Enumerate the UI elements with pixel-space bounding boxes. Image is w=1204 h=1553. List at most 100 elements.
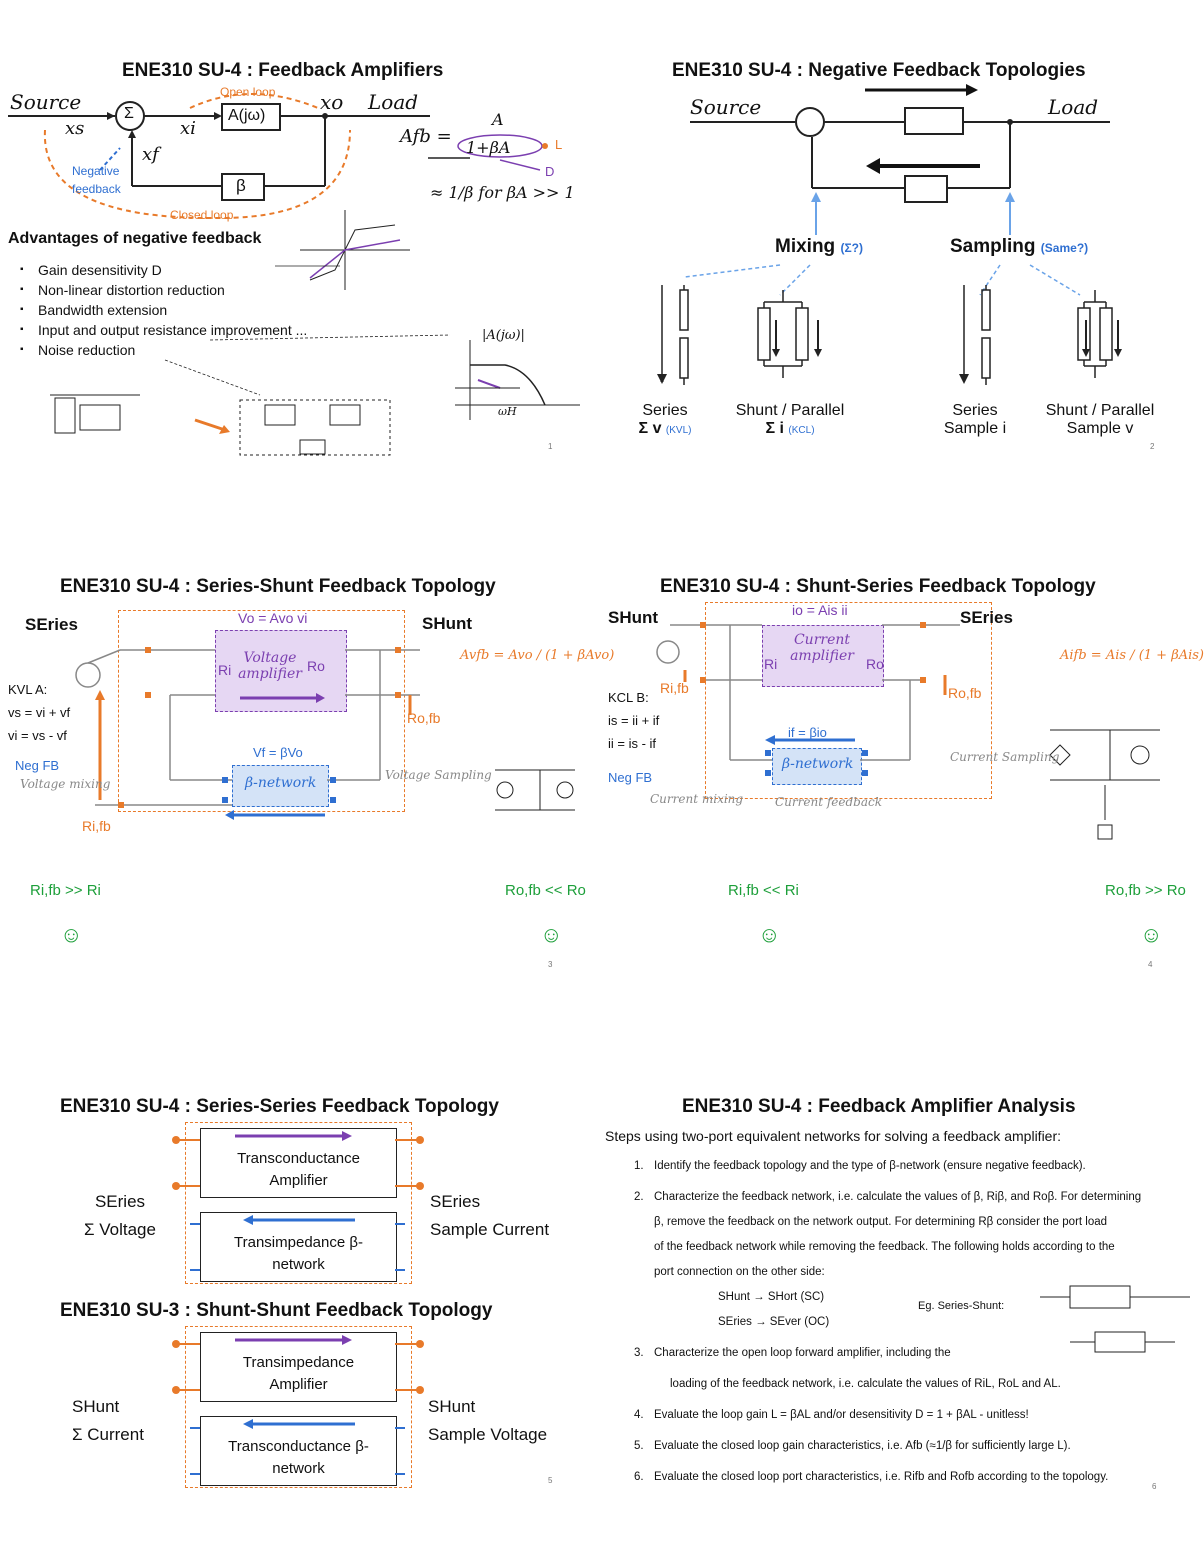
open-loop-label: Open loop xyxy=(220,85,276,99)
page-number: 2 xyxy=(1150,442,1155,451)
kvl-eq2: vi = vs - vf xyxy=(8,728,67,743)
series-label: SEries xyxy=(960,608,1013,627)
kcl-label: (KCL) xyxy=(788,425,815,436)
slide3-title: ENE310 SU-4 : Series-Shunt Feedback Topo… xyxy=(60,576,496,597)
bot-right-sample: Sample Voltage xyxy=(428,1425,548,1444)
slide-feedback-amplifiers: ENE310 SU-4 : Feedback Amplifiers xyxy=(0,50,600,567)
kcl-eq1: is = ii + if xyxy=(608,713,660,728)
load-label: Load xyxy=(368,90,419,114)
afb-approx: ≈ 1/β for βA >> 1 xyxy=(430,183,575,202)
bot-beta-label: Transconductance β-network xyxy=(228,1438,369,1477)
bullet-text: SEries → SEver (OC) xyxy=(718,1316,830,1328)
beta-block-label: β xyxy=(236,176,246,195)
vf-equation: Vf = βVo xyxy=(253,745,303,760)
series-series-right-caption: SEries Sample Current xyxy=(430,1188,549,1244)
wh-label: ωH xyxy=(498,405,517,418)
xi-label: xi xyxy=(180,118,196,139)
shunt-sum: Σ i xyxy=(765,420,784,437)
step-item: 5.Evaluate the closed loop gain characte… xyxy=(608,1434,1198,1459)
ri-comparison: Ri,fb >> Ri xyxy=(30,882,101,899)
series-sample: Sample i xyxy=(943,420,1007,437)
ro-fb-label: Ro,fb xyxy=(948,685,982,701)
series-shunt-circuit xyxy=(75,647,575,820)
top-left-mode: SEries xyxy=(94,1192,146,1211)
step-text: Evaluate the loop gain L = βAL and/or de… xyxy=(654,1409,1029,1421)
bot-right-mode: SHunt xyxy=(428,1397,476,1416)
step-item-cont: loading of the feedback network, i.e. ca… xyxy=(608,1372,1198,1397)
neg-fb-label: Neg FB xyxy=(15,758,60,773)
top-amp-label: Transconductance Amplifier xyxy=(237,1150,360,1189)
shunt-sampling-caption: Shunt / Parallel Sample v xyxy=(1030,402,1170,438)
advantage-item: Noise reduction xyxy=(8,342,307,358)
page-number: 3 xyxy=(548,960,553,969)
series-sum-line: Σ v (KVL) xyxy=(639,420,692,438)
step-text: port connection on the other side: xyxy=(654,1266,825,1278)
topology-diagram xyxy=(657,84,1122,385)
ri-label: Ri xyxy=(764,656,778,672)
smiley-icon: ☺ xyxy=(758,922,781,947)
slide6-title: ENE310 SU-4 : Feedback Amplifier Analysi… xyxy=(682,1096,1076,1117)
ro-fb-label: Ro,fb xyxy=(407,710,441,726)
ri-label: Ri xyxy=(218,662,232,678)
transimpedance-amplifier-box: Transimpedance Amplifier xyxy=(200,1332,397,1402)
shunt-shunt-title: ENE310 SU-3 : Shunt-Shunt Feedback Topol… xyxy=(60,1300,493,1321)
current-sampling-label: Current Sampling xyxy=(950,750,1060,764)
series-series-title: ENE310 SU-4 : Series-Series Feedback Top… xyxy=(60,1096,499,1117)
page-number: 6 xyxy=(1152,1482,1157,1491)
advantages-heading: Advantages of negative feedback xyxy=(8,230,262,247)
step-number: 1. xyxy=(634,1160,644,1172)
beta-network-label: β-network xyxy=(782,756,854,772)
afb-denominator: 1+βA xyxy=(466,138,511,157)
voltage-sampling-label: Voltage Sampling xyxy=(385,768,492,782)
sampling-question: (Same?) xyxy=(1040,241,1089,255)
smiley-icon: ☺ xyxy=(60,922,83,947)
mixing-label: Mixing (Σ?) xyxy=(775,236,863,258)
bullet-item: SEries → SEver (OC) xyxy=(608,1310,1198,1335)
mixing-text: Mixing xyxy=(775,236,836,257)
series-label: SEries xyxy=(25,615,78,634)
ro-comparison: Ro,fb << Ro xyxy=(505,882,586,899)
slide-negative-feedback-topologies: ENE310 SU-4 : Negative Feedback Topologi… xyxy=(600,50,1200,567)
kcl-eq2: ii = is - if xyxy=(608,736,657,751)
step-number: 6. xyxy=(634,1471,644,1483)
step-item-cont: of the feedback network while removing t… xyxy=(608,1235,1198,1260)
voltage-mixing-label: Voltage mixing xyxy=(20,777,111,791)
advantages-list: Gain desensitivity D Non-linear distorti… xyxy=(8,262,307,362)
ro-comparison: Ro,fb >> Ro xyxy=(1105,882,1186,899)
slide-feedback-analysis: ENE310 SU-4 : Feedback Amplifier Analysi… xyxy=(600,1090,1200,1553)
ro-label: Ro xyxy=(307,658,325,674)
ri-fb-label: Ri,fb xyxy=(660,680,689,696)
smiley-icon: ☺ xyxy=(540,922,563,947)
shunt-shunt-boundary xyxy=(185,1326,412,1488)
ri-fb-label: Ri,fb xyxy=(82,818,111,834)
shunt-shunt-right-caption: SHunt Sample Voltage xyxy=(428,1393,547,1449)
advantage-item: Gain desensitivity D xyxy=(8,262,307,278)
io-equation: io = Ais ii xyxy=(792,602,848,618)
bode-label: |A(jω)| xyxy=(482,328,525,343)
L-label: L xyxy=(555,137,563,152)
shunt-label: SHunt xyxy=(608,608,659,627)
page-number: 4 xyxy=(1148,960,1153,969)
step-text: loading of the feedback network, i.e. ca… xyxy=(670,1378,1061,1390)
sigma-symbol: Σ xyxy=(124,105,134,122)
step-number: 2. xyxy=(634,1191,644,1203)
advantage-item: Bandwidth extension xyxy=(8,302,307,318)
shunt-series-circuit xyxy=(656,622,1160,840)
step-text: of the feedback network while removing t… xyxy=(654,1241,1115,1253)
shunt-sample-label: Shunt / Parallel xyxy=(1045,402,1155,419)
xf-label: xf xyxy=(142,144,159,165)
ri-comparison: Ri,fb << Ri xyxy=(728,882,799,899)
transconductance-beta-box: Transconductance β-network xyxy=(200,1416,397,1486)
topology-arrows xyxy=(172,1131,424,1475)
shunt-label: Shunt / Parallel xyxy=(735,402,845,419)
source-label: Source xyxy=(690,95,762,119)
beta-network-box xyxy=(772,748,862,785)
block-diagram xyxy=(8,93,580,456)
bullet-item: SHunt → SHort (SC) xyxy=(608,1285,1198,1310)
ro-label: Ro xyxy=(866,656,884,672)
amplifier-label: Current amplifier xyxy=(790,632,854,664)
beta-network-label: β-network xyxy=(245,775,317,791)
kvl-label: (KVL) xyxy=(665,425,692,436)
steps-intro: Steps using two-port equivalent networks… xyxy=(605,1128,1062,1144)
step-text: β, remove the feedback on the network ou… xyxy=(654,1216,1108,1228)
